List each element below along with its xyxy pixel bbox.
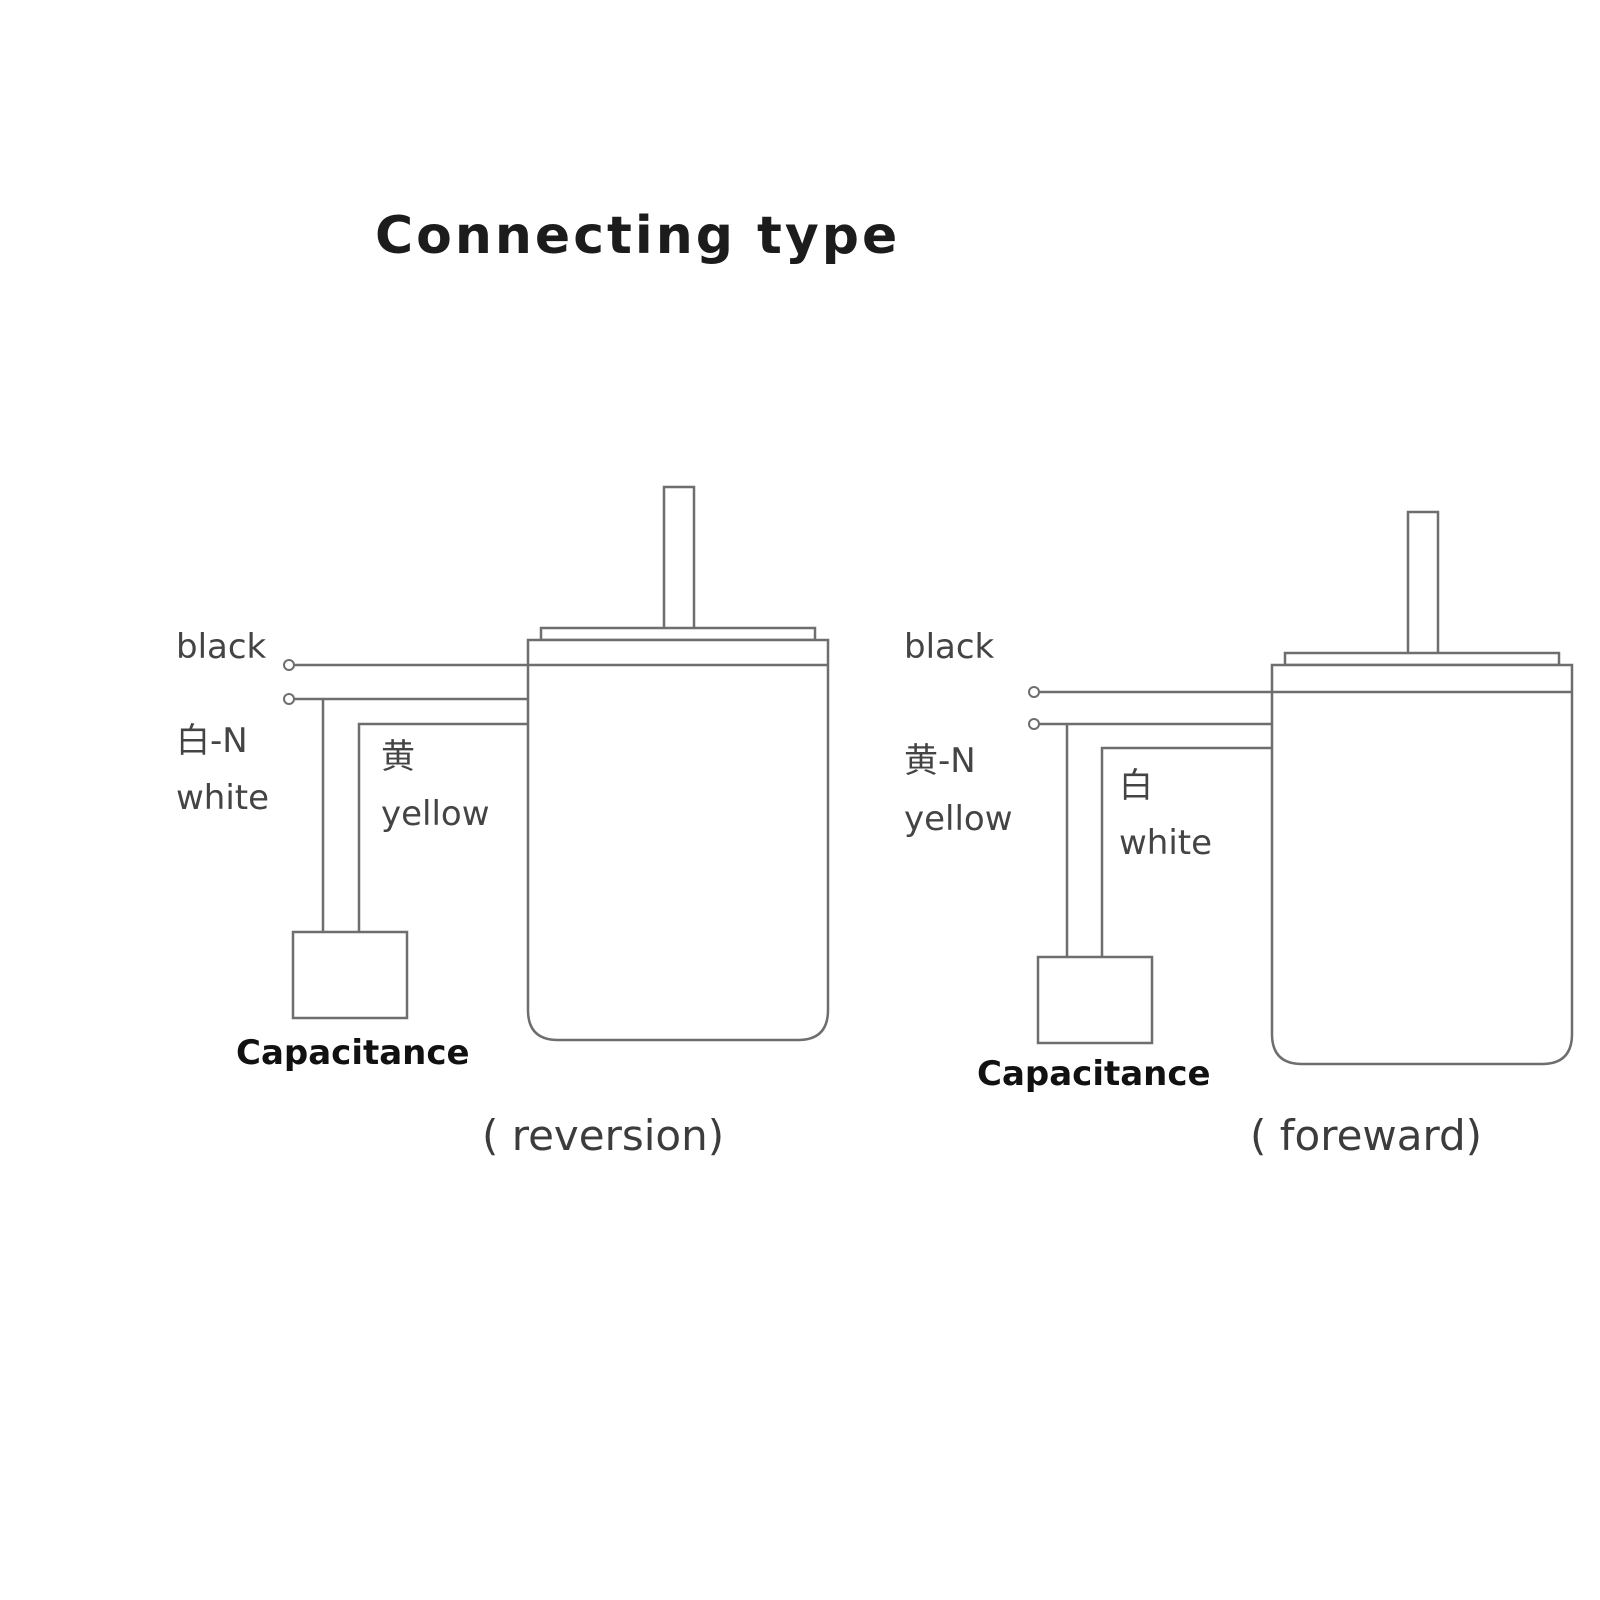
black-label: black — [904, 627, 995, 667]
white-terminal — [283, 693, 295, 705]
capacitance-label: Capacitance — [236, 1033, 470, 1073]
yellow-label: yellow — [904, 799, 1013, 839]
motor-shaft — [662, 485, 696, 631]
white-label-cn: 白 — [1119, 766, 1153, 806]
white-label: white — [1119, 823, 1212, 863]
white-n-label-cn: 白-N — [176, 721, 248, 761]
page-title: Connecting type — [375, 206, 900, 266]
white-wire — [1100, 746, 1272, 957]
foreward-diagram: black 黄-N yellow 白 white Capacitance ( f… — [904, 510, 1574, 1160]
motor-shaft — [1406, 510, 1440, 656]
foreward-caption: ( foreward) — [1250, 1111, 1482, 1160]
black-terminal — [283, 659, 295, 671]
yellow-label: yellow — [381, 794, 490, 834]
white-label: white — [176, 778, 269, 818]
motor-housing — [526, 638, 830, 1042]
reversion-caption: ( reversion) — [482, 1111, 724, 1160]
reversion-diagram: black 白-N white 黄 yellow Capacitance ( r… — [176, 485, 830, 1160]
motor-flange — [539, 626, 817, 642]
yellow-n-label-cn: 黄-N — [904, 741, 976, 781]
capacitance-label: Capacitance — [977, 1054, 1211, 1094]
motor-flange — [1283, 651, 1561, 667]
capacitor-box — [1036, 955, 1154, 1045]
yellow-label-cn: 黄 — [381, 737, 415, 777]
yellow-wire — [357, 722, 528, 932]
motor-housing — [1270, 663, 1574, 1066]
black-label: black — [176, 627, 267, 667]
black-terminal — [1028, 686, 1040, 698]
capacitor-box — [291, 930, 409, 1020]
yellow-terminal — [1028, 718, 1040, 730]
